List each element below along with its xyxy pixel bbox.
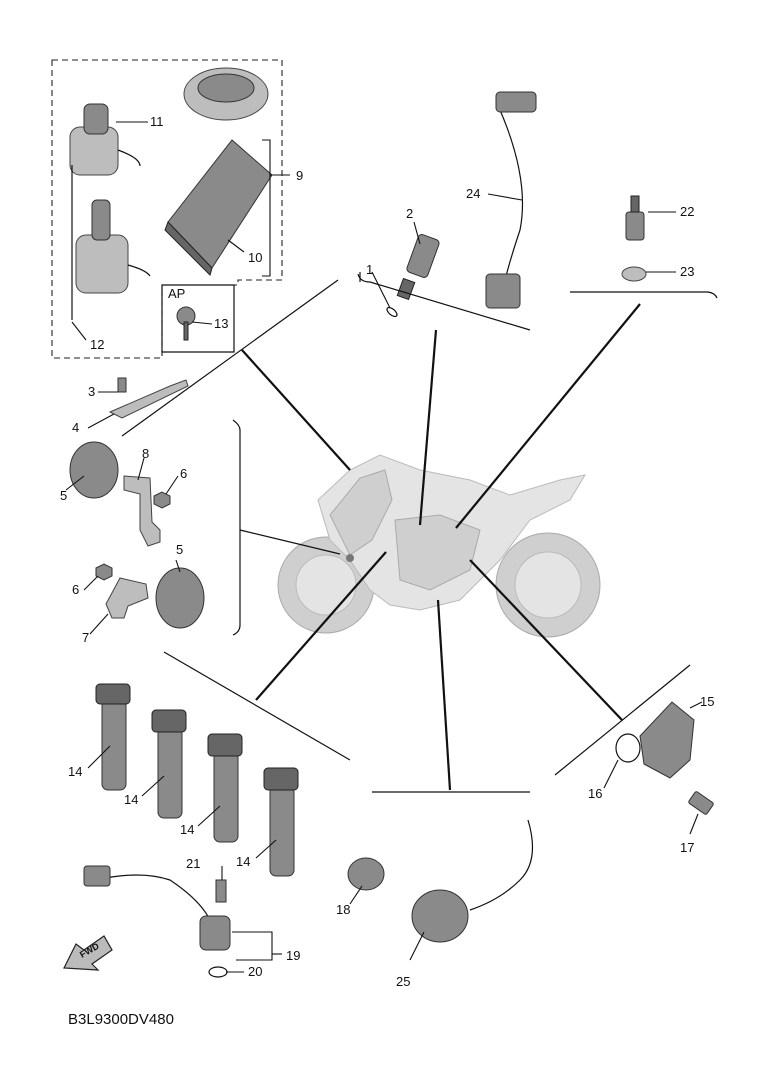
pointer-lines <box>121 272 718 793</box>
o-ring-part-20 <box>208 966 228 978</box>
callout-8: 8 <box>142 446 149 461</box>
ignition-coil-3 <box>207 733 243 843</box>
callout-14-d: 14 <box>236 854 250 869</box>
callout-4: 4 <box>72 420 79 435</box>
ignition-coil-4 <box>263 767 299 877</box>
callout-17: 17 <box>680 840 694 855</box>
cover-part-5-lower <box>155 567 205 629</box>
fuel-cap-part <box>183 67 269 121</box>
callout-6-lower: 6 <box>72 582 79 597</box>
fwd-arrow-icon: FWD <box>63 935 113 971</box>
callout-22: 22 <box>680 204 694 219</box>
nut-part-6-lower <box>95 563 113 581</box>
sensor-part-22 <box>625 195 645 241</box>
nut-part-6-upper <box>153 491 171 509</box>
left-bracket-line <box>232 419 241 636</box>
lock-part-11 <box>69 103 141 320</box>
washer-part-23 <box>621 266 647 282</box>
bolt-part-17 <box>688 791 714 815</box>
bolt-part-3 <box>117 377 127 393</box>
strap-part-4 <box>108 379 189 419</box>
sensor-part-25 <box>411 819 534 943</box>
callout-labels: 1 2 3 4 5 5 6 6 7 8 9 10 11 12 13 14 14 … <box>60 114 714 989</box>
key-part-13 <box>176 306 196 341</box>
callout-6-upper: 6 <box>180 466 187 481</box>
callout-7: 7 <box>82 630 89 645</box>
cover-part-5-upper <box>69 441 119 499</box>
callout-15: 15 <box>700 694 714 709</box>
o-ring-part-16 <box>615 733 641 763</box>
callout-2: 2 <box>406 206 413 221</box>
callout-25: 25 <box>396 974 410 989</box>
callout-21: 21 <box>186 856 200 871</box>
callout-11: 11 <box>150 114 164 129</box>
ignition-set-group <box>51 59 283 359</box>
callout-20: 20 <box>248 964 262 979</box>
callout-18: 18 <box>336 902 350 917</box>
callout-5-upper: 5 <box>60 488 67 503</box>
callout-3: 3 <box>88 384 95 399</box>
ignition-coil-2 <box>151 709 187 819</box>
callout-5-lower: 5 <box>176 542 183 557</box>
ap-label: AP <box>168 286 185 301</box>
callout-16: 16 <box>588 786 602 801</box>
callout-23: 23 <box>680 264 694 279</box>
bracket-part-8 <box>123 475 161 547</box>
sensor-part-18 <box>347 857 385 891</box>
callout-14-c: 14 <box>180 822 194 837</box>
callout-12: 12 <box>90 337 104 352</box>
callout-19: 19 <box>286 948 300 963</box>
o-ring-part-1 <box>386 306 398 318</box>
bolt-part-21 <box>215 879 227 903</box>
callout-14-a: 14 <box>68 764 82 779</box>
ignition-coil-1 <box>95 683 131 791</box>
sensor-harness-part-19 <box>83 865 231 951</box>
sensor-cable-part-24 <box>485 91 537 309</box>
leader-lines <box>65 121 703 973</box>
diagram-code: B3L9300DV480 <box>68 1011 174 1028</box>
callout-24: 24 <box>466 186 480 201</box>
callout-13: 13 <box>214 316 228 331</box>
sensor-part-15 <box>639 701 695 779</box>
callout-9: 9 <box>296 168 303 183</box>
motorcycle-illustration <box>277 454 601 638</box>
bracket-part-7 <box>105 577 149 619</box>
callout-1: 1 <box>366 262 373 277</box>
sensor-part-2 <box>396 234 440 301</box>
callout-10: 10 <box>248 250 262 265</box>
main-switch <box>75 199 151 294</box>
callout-14-b: 14 <box>124 792 138 807</box>
